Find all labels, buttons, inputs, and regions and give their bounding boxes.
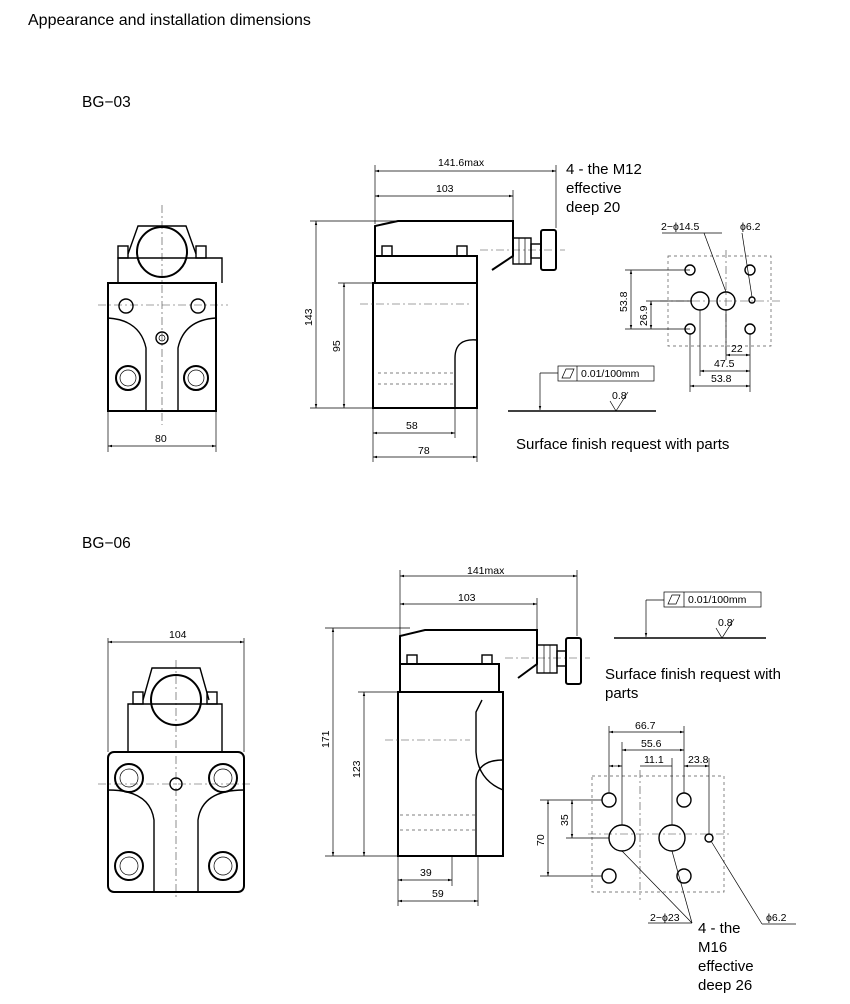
bg06-dim-35: 35 [559, 814, 571, 826]
bg03-pin-label: ϕ6.2 [740, 221, 761, 233]
bg03-hole-label: 2−ϕ14.5 [661, 221, 699, 233]
bg03-dim-22: 22 [731, 343, 743, 355]
bg06-roughness: 0.8 [718, 617, 733, 629]
bg03-front-view: 80 [98, 205, 228, 452]
bg06-surface-finish: 0.01/100mm 0.8 Surface finish request wi… [605, 591, 781, 702]
bg06-dim-123: 123 [351, 760, 363, 778]
bg03-dim-53-8-v: 53.8 [618, 291, 630, 312]
bg06-front-view: 104 [98, 629, 252, 900]
bg06-surface-note-1: Surface finish request with [605, 666, 781, 683]
bg06-dim-103: 103 [458, 592, 476, 604]
bg06-dim-141: 141max [467, 565, 505, 577]
bg06-surface-note-2: parts [605, 685, 638, 702]
bg06-side-view: 141max 103 171 123 39 59 [320, 565, 590, 906]
bg03-side-view: 141.6max 103 143 95 58 78 [303, 157, 565, 462]
bg03-thread-note-3: deep 20 [566, 199, 620, 216]
bg06-thread-note-2: M16 [698, 939, 727, 956]
bg06-mounting-pattern: 66.7 55.6 11.1 23.8 70 35 2−ϕ23 ϕ6.2 4 -… [535, 720, 796, 994]
bg03-dim-80: 80 [155, 433, 167, 445]
bg03-dim-103: 103 [436, 183, 454, 195]
bg03-mounting-pattern: 2−ϕ14.5 ϕ6.2 53.8 26.9 22 47.5 53.8 [618, 221, 780, 392]
bg06-flatness: 0.01/100mm [688, 594, 747, 606]
bg03-thread-note-2: effective [566, 180, 622, 197]
bg06-dim-23-8: 23.8 [688, 754, 709, 766]
bg06-dim-70: 70 [535, 834, 547, 846]
bg03-flatness: 0.01/100mm [581, 368, 640, 380]
bg03-dim-53-8-h: 53.8 [711, 373, 732, 385]
bg03-roughness: 0.8 [612, 390, 627, 402]
bg06-thread-note-3: effective [698, 958, 754, 975]
bg03-surface-note: Surface finish request with parts [516, 436, 729, 453]
bg06-dim-55-6: 55.6 [641, 738, 662, 750]
bg03-dim-58: 58 [406, 420, 418, 432]
bg03-dim-47-5: 47.5 [714, 358, 735, 370]
bg03-surface-finish: 0.01/100mm 0.8 Surface finish request wi… [508, 365, 729, 453]
bg06-hole-label: 2−ϕ23 [650, 912, 680, 924]
page-title: Appearance and installation dimensions [28, 12, 311, 29]
bg06-thread-note-1: 4 - the [698, 920, 741, 937]
bg06-model-label: BG−06 [82, 535, 131, 552]
bg06-dim-171: 171 [320, 730, 332, 748]
bg03-dim-143: 143 [303, 308, 315, 326]
bg06-pin-label: ϕ6.2 [766, 912, 787, 924]
bg06-thread-note-4: deep 26 [698, 977, 752, 994]
bg03-dim-141-6: 141.6max [438, 157, 485, 169]
bg06-dim-11-1: 11.1 [644, 754, 664, 766]
bg03-model-label: BG−03 [82, 94, 131, 111]
bg03-thread-note-1: 4 - the M12 [566, 161, 642, 178]
bg06-dim-104: 104 [169, 629, 187, 641]
bg06-dim-39: 39 [420, 867, 432, 879]
bg03-dim-95: 95 [331, 340, 343, 352]
bg06-dim-66-7: 66.7 [635, 720, 656, 732]
bg03-dim-78: 78 [418, 445, 430, 457]
bg06-dim-59: 59 [432, 888, 444, 900]
bg03-dim-26-9: 26.9 [638, 305, 650, 326]
